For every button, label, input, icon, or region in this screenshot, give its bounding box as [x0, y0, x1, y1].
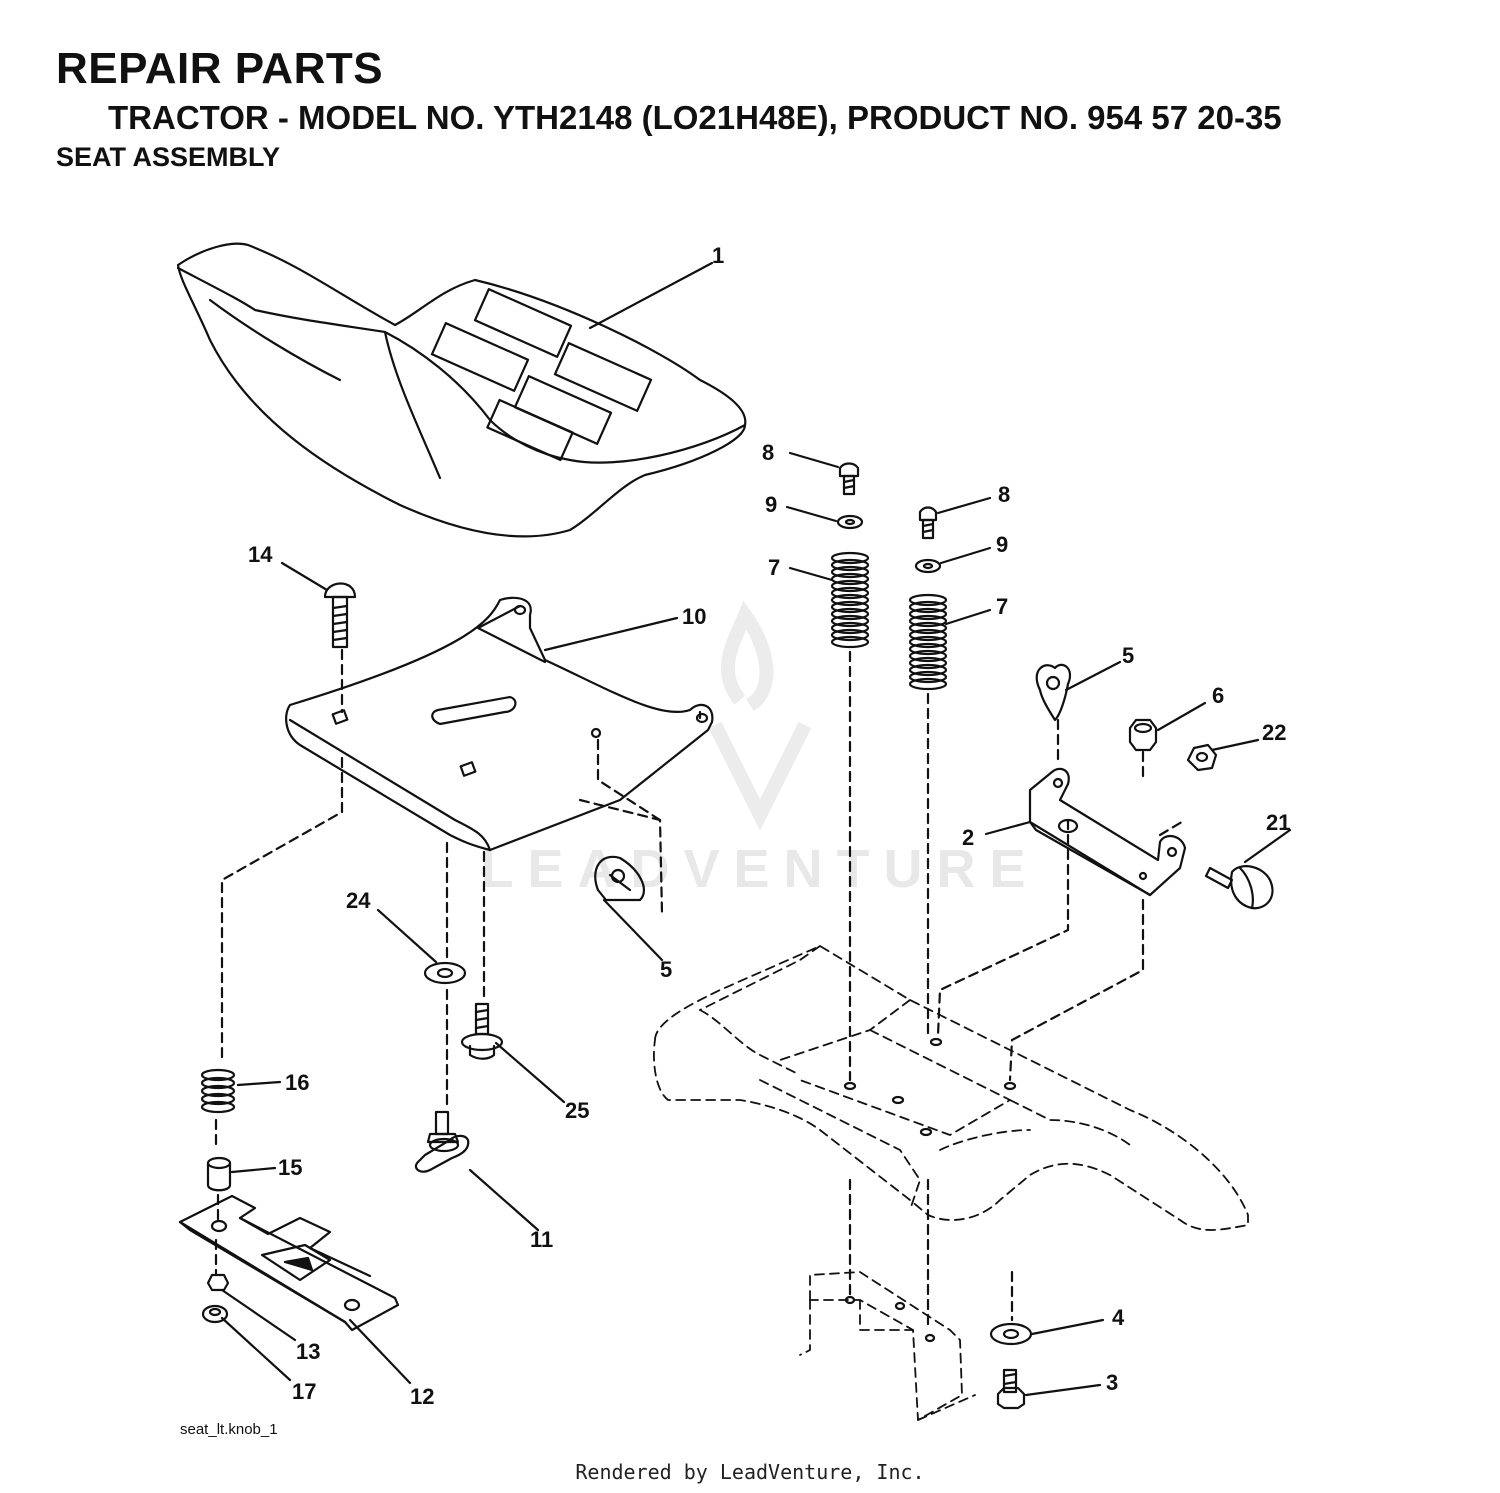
- leader-1: [588, 261, 714, 330]
- leader-6: [1156, 701, 1207, 732]
- callout-12: 12: [410, 1384, 434, 1409]
- spring-guide-lines: [848, 650, 1187, 1332]
- callout-9a: 9: [765, 492, 777, 517]
- hex-nut-13: [206, 1273, 230, 1292]
- seat-cushion: [176, 242, 747, 538]
- callout-7b: 7: [996, 594, 1008, 619]
- callout-5b: 5: [660, 957, 672, 982]
- hex-bolt-8b: [918, 506, 938, 540]
- leader-7b: [944, 608, 992, 626]
- callout-2: 2: [962, 825, 974, 850]
- flange-nut-17: [201, 1304, 229, 1324]
- model-subtitle: TRACTOR - MODEL NO. YTH2148 (LO21H48E), …: [108, 99, 1282, 136]
- leader-10: [543, 616, 679, 652]
- callout-4: 4: [1112, 1305, 1125, 1330]
- leader-8b: [936, 496, 992, 515]
- seat-clip-left: [594, 855, 646, 902]
- footer-credit: Rendered by LeadVenture, Inc.: [575, 1460, 925, 1484]
- callout-14: 14: [248, 542, 273, 567]
- leader-4: [1030, 1318, 1105, 1336]
- callout-10: 10: [682, 604, 706, 629]
- seat-adjust-plate: [178, 1194, 400, 1332]
- watermark-text: LEADVENTURE: [480, 839, 1040, 899]
- callout-8b: 8: [998, 482, 1010, 507]
- lock-washer-9b: [914, 558, 942, 574]
- leader-8a: [788, 451, 840, 469]
- spacer: [206, 1156, 232, 1192]
- leader-22: [1210, 738, 1260, 752]
- leader-3: [1024, 1383, 1102, 1397]
- leader-21: [1243, 828, 1292, 864]
- leader-5a: [1064, 660, 1122, 692]
- leader-14: [280, 561, 329, 592]
- hex-bolt-8a: [838, 462, 860, 496]
- callout-5a: 5: [1122, 643, 1134, 668]
- leader-24: [376, 908, 438, 964]
- leader-13: [220, 1288, 297, 1342]
- callout-25: 25: [565, 1098, 589, 1123]
- leader-5b: [602, 898, 664, 962]
- coil-spring-7b: [908, 593, 948, 691]
- lock-washer-9a: [836, 514, 864, 530]
- callout-6: 6: [1212, 683, 1224, 708]
- callout-16: 16: [285, 1070, 309, 1095]
- compression-spring: [200, 1068, 236, 1114]
- callout-7a: 7: [768, 555, 780, 580]
- file-label: seat_lt.knob_1: [180, 1421, 278, 1438]
- guide-lines: [214, 738, 664, 1277]
- flat-washer-4: [989, 1322, 1033, 1346]
- carriage-bolt: [323, 582, 357, 649]
- leader-9a: [785, 505, 838, 523]
- leader-17: [220, 1316, 292, 1382]
- section-title: SEAT ASSEMBLY: [56, 142, 281, 172]
- callout-11: 11: [530, 1227, 553, 1252]
- callout-24: 24: [346, 888, 371, 913]
- callout-22: 22: [1262, 720, 1286, 745]
- flat-washer-24: [423, 961, 467, 985]
- seat-clip-right: [1035, 663, 1072, 722]
- callout-9b: 9: [996, 532, 1008, 557]
- leader-15: [230, 1166, 277, 1174]
- leader-2: [984, 820, 1032, 836]
- leader-25: [494, 1041, 566, 1104]
- callout-17: 17: [292, 1379, 316, 1404]
- callout-13: 13: [296, 1339, 320, 1364]
- seat-pan: [285, 596, 714, 852]
- frame-holes: [843, 1037, 1017, 1343]
- coil-spring-7a: [830, 551, 870, 649]
- callout-15: 15: [278, 1155, 302, 1180]
- leader-12: [348, 1318, 412, 1385]
- tractor-frame: [653, 945, 1249, 1421]
- callout-3: 3: [1106, 1370, 1118, 1395]
- callout-21: 21: [1266, 810, 1290, 835]
- page-title: REPAIR PARTS: [56, 44, 384, 93]
- hex-bolt-3: [996, 1368, 1026, 1410]
- shoulder-bolt: [460, 1002, 504, 1060]
- seat-knob: [414, 1110, 470, 1173]
- seat-bracket: [1028, 767, 1187, 897]
- shoulder-bolt-21: [1204, 865, 1274, 910]
- hex-nut-22: [1186, 743, 1218, 772]
- leader-9b: [939, 546, 992, 565]
- leader-16: [236, 1080, 282, 1087]
- leader-7a: [788, 566, 834, 582]
- watermark-logo: [708, 600, 812, 831]
- lock-nut: [1128, 718, 1158, 752]
- leader-11: [468, 1168, 540, 1232]
- callout-1: 1: [712, 243, 724, 268]
- callout-8a: 8: [762, 440, 774, 465]
